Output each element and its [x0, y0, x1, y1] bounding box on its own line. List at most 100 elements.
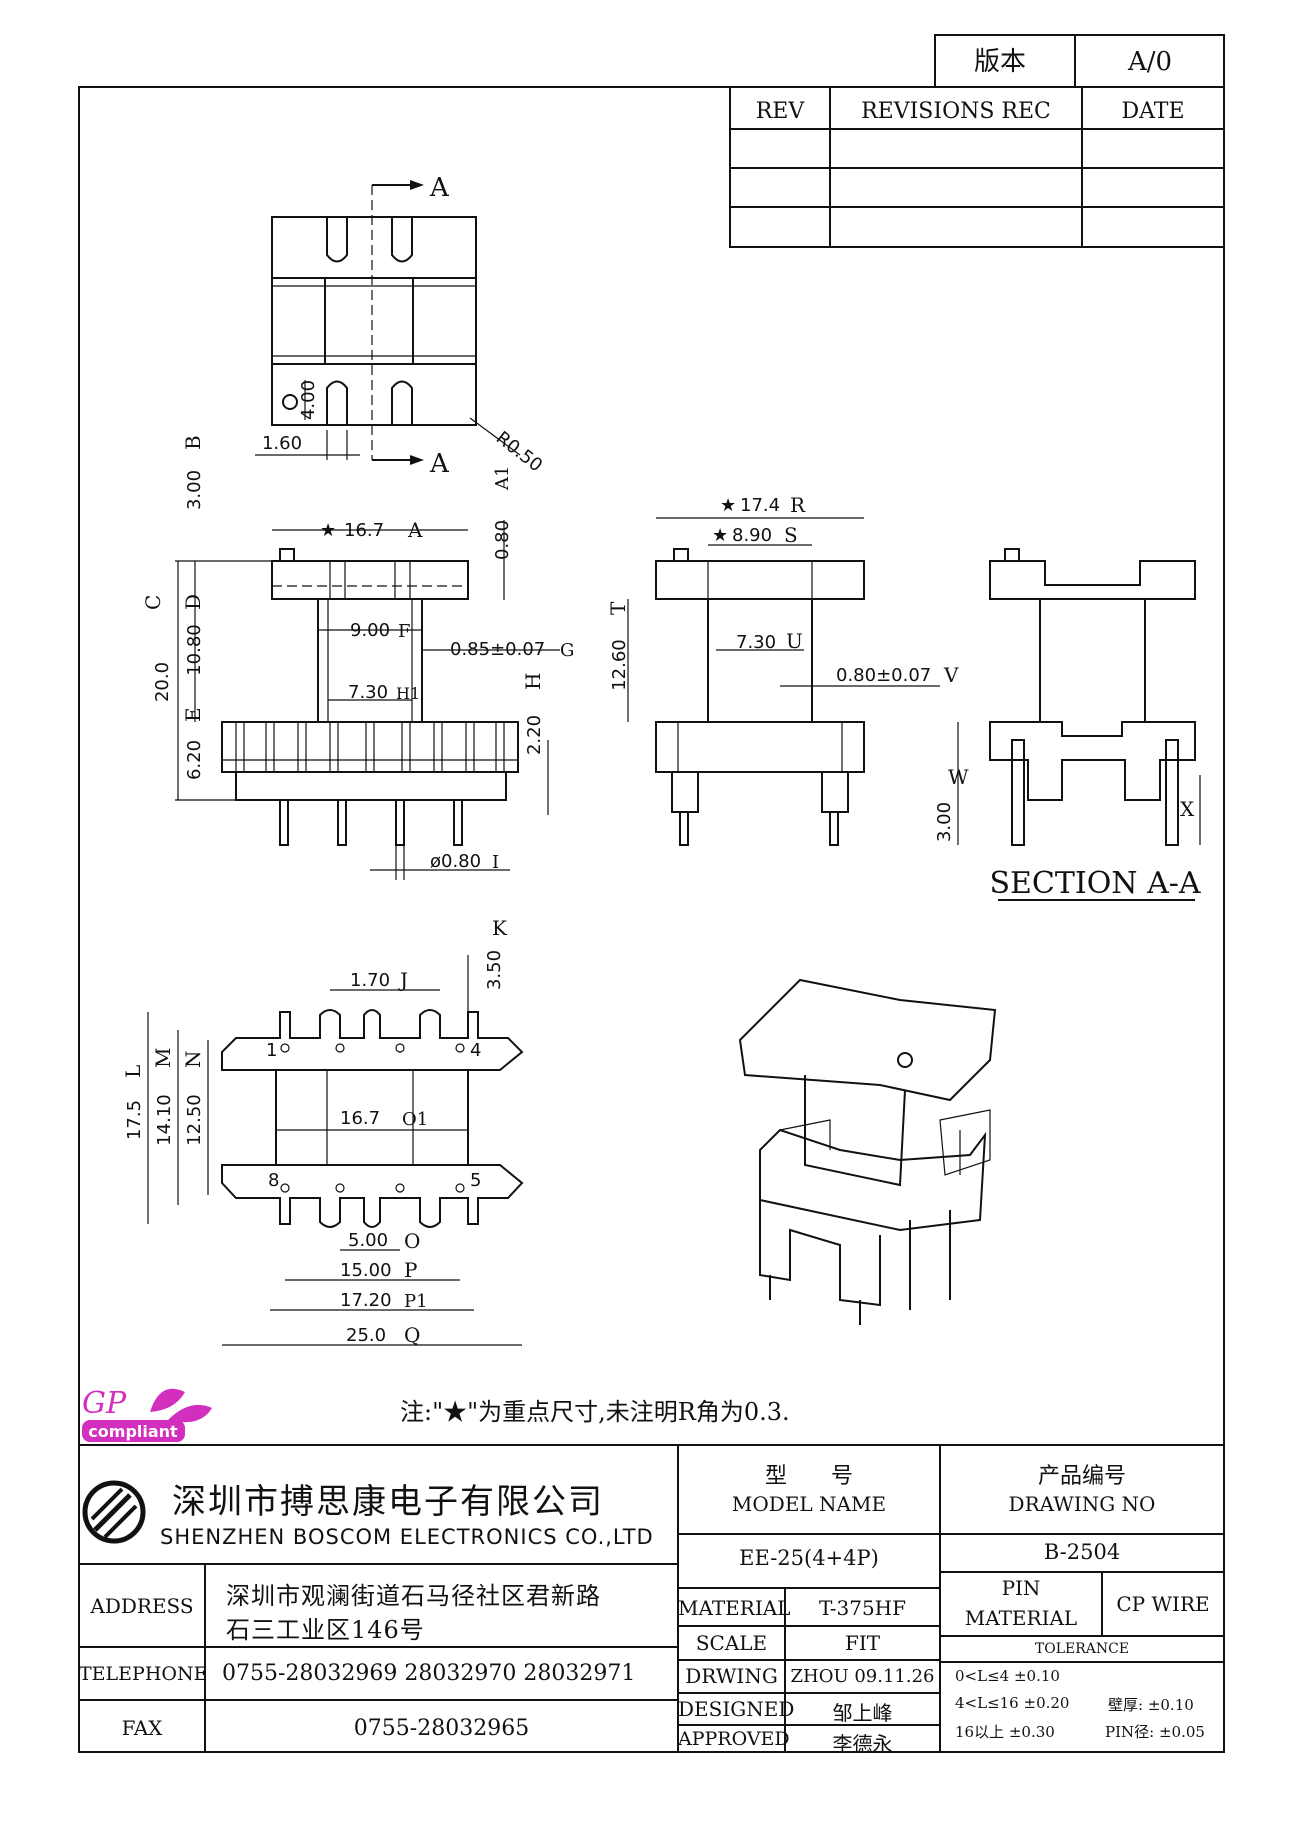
dim-7-30: 7.30	[348, 682, 388, 703]
pin-material-value: CP WIRE	[1116, 1592, 1210, 1616]
circ-k: K	[492, 916, 508, 940]
dim-15-00: 15.00	[340, 1260, 392, 1281]
dim-0-85: 0.85±0.07	[450, 639, 545, 660]
section-title: SECTION A-A	[989, 866, 1200, 901]
side-view: ★ 17.4 R ★ 8.90 S 12.60 T 7.30 U 0.80±0.…	[606, 493, 959, 846]
circ-p: P	[404, 1258, 417, 1282]
model-label-cn: 型 号	[764, 1464, 853, 1489]
circ-o1: O1	[402, 1109, 428, 1130]
address-line-1: 深圳市观澜街道石马径社区君新路	[226, 1582, 601, 1610]
dim-17-5: 17.5	[124, 1100, 145, 1140]
dim-pin-diameter: ø0.80	[430, 851, 481, 872]
pin-4-label: 4	[470, 1040, 481, 1061]
svg-text:GP: GP	[82, 1386, 127, 1421]
circ-i: I	[492, 852, 499, 873]
dim-12-50: 12.50	[184, 1094, 205, 1146]
dim-5-00: 5.00	[348, 1230, 388, 1251]
tolerance-row-2a: 4<L≤16 ±0.20	[955, 1694, 1070, 1712]
circ-c: C	[141, 595, 165, 610]
circ-d: D	[181, 594, 205, 610]
section-marker-top: A	[429, 173, 450, 203]
bottom-view: 1 4 8 5 3.50 K 1.70 J 17.5 L 14.10 M 12.…	[121, 916, 524, 1347]
pin-1-label: 1	[266, 1040, 277, 1061]
approved-label: APPROVED	[678, 1728, 790, 1750]
tolerance-row-1: 0<L≤4 ±0.10	[955, 1667, 1060, 1685]
version-value: A/0	[1127, 47, 1172, 77]
dim-7-30-side: 7.30	[736, 632, 776, 653]
dim-0-80-side: 0.80±0.07	[836, 665, 931, 686]
scale-label: SCALE	[695, 1631, 768, 1655]
pin-material-label-2: MATERIAL	[964, 1606, 1078, 1630]
designed-label: DESIGNED	[678, 1697, 795, 1721]
section-view: 3.00 W X SECTION A-A	[934, 548, 1201, 901]
tolerance-row-3a: 16以上 ±0.30	[955, 1723, 1055, 1741]
circ-v: V	[943, 663, 959, 687]
dim-20-0: 20.0	[152, 662, 173, 702]
circ-n: N	[181, 1051, 205, 1069]
pin-8-label: 8	[268, 1170, 279, 1191]
gp-compliant-logo: GP compliant	[82, 1386, 212, 1442]
dim-1-60: 1.60	[262, 433, 302, 454]
circ-u: U	[786, 629, 803, 653]
circ-p1: P1	[404, 1291, 428, 1312]
approved-value: 李德永	[832, 1732, 893, 1756]
material-value: T-375HF	[818, 1596, 906, 1620]
dim-2-20: 2.20	[524, 715, 545, 755]
sheet-border	[78, 86, 1225, 1753]
revisions-header: REVISIONS REC	[861, 99, 1051, 124]
tolerance-row-3b: PIN径: ±0.05	[1105, 1723, 1205, 1741]
circ-j: J	[398, 968, 408, 992]
circ-h: H	[521, 673, 545, 690]
address-line-2: 石三工业区146号	[226, 1616, 425, 1644]
drawing-no-label-cn: 产品编号	[1037, 1464, 1126, 1489]
tolerance-label: TOLERANCE	[1034, 1641, 1130, 1657]
circ-a: A	[407, 518, 423, 542]
company-logo	[82, 1480, 146, 1544]
drawing-label: DRWING	[685, 1664, 778, 1688]
dim-9-00: 9.00	[350, 620, 390, 641]
drawing-value: ZHOU 09.11.26	[790, 1666, 935, 1687]
dim-3-00-w: 3.00	[934, 802, 955, 842]
company-name-cn: 深圳市搏思康电子有限公司	[172, 1482, 604, 1522]
circ-a1: A1	[492, 466, 513, 491]
designed-value: 邹上峰	[832, 1701, 893, 1725]
drawing-no-label-en: DRAWING NO	[1008, 1492, 1156, 1516]
front-view: ★ 16.7 A 20.0 C 10.80 D 6.20 E 3.00 B 0.…	[141, 435, 574, 880]
revision-table: REV REVISIONS REC DATE	[729, 86, 1225, 248]
dim-16-7-bottom: 16.7	[340, 1108, 380, 1129]
date-header: DATE	[1121, 99, 1184, 124]
section-marker-bottom: A	[429, 449, 450, 479]
dim-4-00: 4.00	[298, 380, 319, 420]
circ-w: W	[948, 765, 969, 789]
dim-12-60: 12.60	[609, 639, 630, 691]
dim-0-80: 0.80	[492, 520, 513, 560]
company-name-en: SHENZHEN BOSCOM ELECTRONICS CO.,LTD	[160, 1525, 654, 1549]
circ-e: E	[181, 707, 205, 722]
circ-s: S	[784, 523, 798, 547]
dim-a-star: ★	[320, 520, 336, 541]
circ-q: Q	[404, 1323, 420, 1347]
dim-14-10: 14.10	[154, 1094, 175, 1146]
telephone-label: TELEPHONE	[79, 1663, 208, 1685]
circ-m: M	[151, 1048, 175, 1068]
dim-17-20: 17.20	[340, 1290, 392, 1311]
dim-8-90-star: ★	[712, 525, 728, 546]
dim-3-00-b: 3.00	[184, 470, 205, 510]
dim-17-4-star: ★	[720, 495, 736, 516]
dim-3-50: 3.50	[484, 950, 505, 990]
material-label: MATERIAL	[678, 1596, 791, 1620]
dim-6-20: 6.20	[184, 740, 205, 780]
dim-17-4: 17.4	[740, 495, 780, 516]
circ-l: L	[121, 1065, 145, 1078]
address-label: ADDRESS	[90, 1594, 194, 1618]
drawing-note: 注:"★"为重点尺寸,未注明R角为0.3.	[400, 1398, 790, 1426]
fax-label: FAX	[121, 1716, 163, 1740]
model-label-en: MODEL NAME	[731, 1492, 887, 1516]
fax-value: 0755-28032965	[353, 1716, 530, 1741]
dim-1-70: 1.70	[350, 970, 390, 991]
circ-f: F	[398, 621, 411, 642]
circ-r: R	[790, 493, 806, 517]
top-view: A A 4.00 1.60 R0.50	[255, 173, 546, 479]
tolerance-row-2b: 壁厚: ±0.10	[1108, 1696, 1194, 1714]
telephone-value: 0755-28032969 28032970 28032971	[222, 1661, 636, 1686]
